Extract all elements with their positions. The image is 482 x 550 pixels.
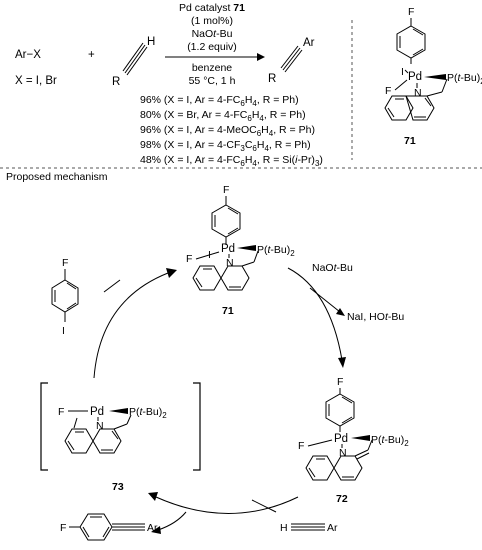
svg-text:F: F (337, 376, 343, 388)
alkyne-H: H (147, 36, 155, 48)
svg-text:I: I (62, 325, 65, 337)
aryl-iodide-reagent: F I (51, 257, 79, 337)
aryl-halide: Ar−X (15, 49, 41, 61)
svg-text:N: N (339, 447, 347, 459)
compound-71-label: 71 (222, 305, 234, 317)
product-out: F Ar (60, 513, 158, 541)
svg-text:Pd: Pd (221, 243, 235, 255)
product-alkyne: Ar R (268, 37, 315, 85)
svg-text:P(t-Bu)2: P(t-Bu)2 (257, 244, 295, 258)
results-list: 96% (X = I, Ar = 4-FC6H4, R = Ph) 80% (X… (140, 94, 323, 168)
svg-text:Pd: Pd (90, 406, 104, 418)
arrow-73-to-71 (93, 272, 169, 379)
svg-text:P(t-Bu)2: P(t-Bu)2 (129, 406, 167, 420)
svg-text:96% (X = I, Ar = 4-FC6H4, R =: 96% (X = I, Ar = 4-FC6H4, R = Ph) (140, 94, 299, 108)
product-R: R (268, 73, 276, 85)
svg-text:80% (X = Br, Ar = 4-FC6H4, R =: 80% (X = Br, Ar = 4-FC6H4, R = Ph) (140, 109, 306, 123)
alkyne-in: H Ar (280, 522, 338, 534)
mechanism-compound-71: F I Pd F P(t-Bu)2 N 71 (186, 184, 295, 317)
svg-text:NaOt-Bu: NaOt-Bu (192, 28, 233, 40)
svg-text:98% (X = I, Ar = 4-CF3C6H4, R: 98% (X = I, Ar = 4-CF3C6H4, R = Ph) (140, 139, 311, 153)
svg-text:48% (X = I, Ar = 4-FC6H4, R =: 48% (X = I, Ar = 4-FC6H4, R = Si(i-Pr)3) (140, 154, 323, 168)
mechanism-compound-73: F Pd P(t-Bu)2 N 73 (40, 382, 201, 493)
reaction-top: Ar−X X = I, Br + H R Pd catalyst 71 (1 m… (15, 2, 323, 168)
svg-text:N: N (226, 257, 234, 269)
catalyst-P: P(t-Bu)2 (447, 72, 482, 86)
bracket-left (40, 382, 48, 471)
base-step: NaOt-Bu NaI, HOt-Bu (287, 262, 404, 368)
svg-text:H: H (280, 522, 288, 534)
bracket-right (193, 382, 201, 471)
svg-text:F: F (62, 257, 68, 269)
svg-text:Ar: Ar (147, 522, 158, 534)
catalyst-F-left: F (385, 85, 391, 97)
arrow-72-to-73 (155, 496, 299, 514)
catalyst-71-structure: F I Pd F P(t-Bu)2 N 71 (384, 6, 482, 147)
conditions: Pd catalyst 71 (1 mol%) NaOt-Bu (1.2 equ… (179, 2, 245, 87)
svg-text:(1.2 equiv): (1.2 equiv) (187, 41, 237, 53)
svg-text:N: N (96, 420, 104, 432)
svg-text:benzene: benzene (192, 62, 232, 74)
compound-73-label: 73 (112, 481, 124, 493)
svg-text:Ar: Ar (327, 522, 338, 534)
alkyne-R: R (112, 76, 120, 88)
mechanism-title: Proposed mechanism (6, 171, 108, 183)
svg-text:Pd catalyst 71: Pd catalyst 71 (179, 2, 245, 14)
product-Ar: Ar (303, 37, 315, 49)
svg-text:F: F (58, 406, 64, 418)
plus-sign: + (88, 49, 95, 61)
cycle-arrows (93, 268, 299, 534)
catalyst-Pd: Pd (408, 71, 422, 83)
svg-text:Pd: Pd (334, 433, 348, 445)
svg-text:NaOt-Bu: NaOt-Bu (312, 262, 353, 274)
catalyst-N: N (414, 87, 422, 99)
svg-text:F: F (186, 253, 192, 265)
svg-text:F: F (223, 184, 229, 196)
svg-text:F: F (60, 522, 66, 534)
svg-text:F: F (298, 440, 304, 452)
halide-condition: X = I, Br (15, 75, 57, 87)
svg-text:96% (X = I, Ar = 4-MeOC6H4, R: 96% (X = I, Ar = 4-MeOC6H4, R = Ph) (140, 124, 315, 138)
terminal-alkyne: H R (112, 36, 155, 88)
catalyst-label: 71 (404, 135, 416, 147)
catalyst-I: I (401, 66, 404, 78)
svg-text:NaI, HOt-Bu: NaI, HOt-Bu (347, 311, 404, 323)
svg-text:(1 mol%): (1 mol%) (191, 15, 233, 27)
mechanism-compound-72: F Pd F P(t-Bu)2 N 72 (298, 376, 409, 505)
catalyst-F-top: F (408, 6, 414, 18)
compound-72-label: 72 (336, 493, 348, 505)
svg-text:P(t-Bu)2: P(t-Bu)2 (371, 434, 409, 448)
svg-text:55 °C, 1 h: 55 °C, 1 h (189, 75, 236, 87)
arrow-71-to-72 (287, 267, 343, 361)
